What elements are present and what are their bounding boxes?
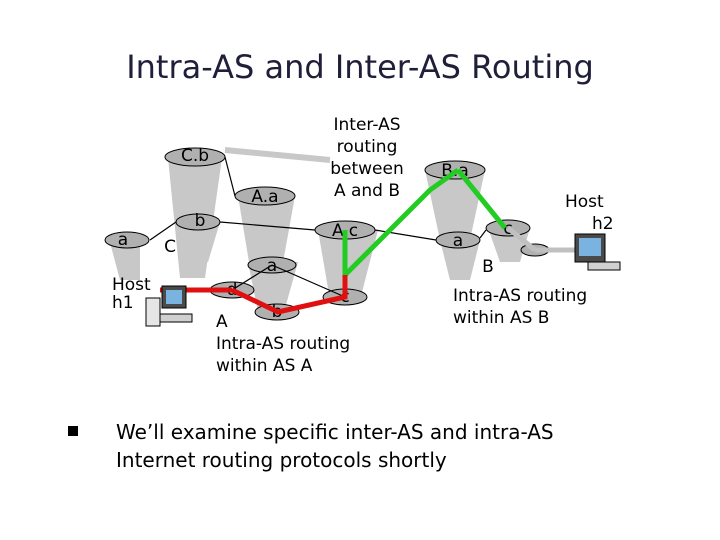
bullet-text-line2: Internet routing protocols shortly <box>116 448 447 472</box>
as-c-pipe-b <box>176 222 220 262</box>
as-a-pipe-aa <box>238 196 295 268</box>
inter-as-path-b <box>456 168 507 230</box>
link-cb-ac <box>219 221 316 231</box>
bullet-marker <box>68 426 78 436</box>
as-a-pipe-ac <box>318 230 378 300</box>
intra-as-path <box>230 275 348 315</box>
bullet-text-line1: We’ll examine specific inter-AS and intr… <box>116 420 554 444</box>
as-label-b: B <box>482 257 494 277</box>
label-b-a: a <box>453 231 463 251</box>
host-h2-label-line2: h2 <box>592 214 614 234</box>
as-label-a: A <box>216 312 228 332</box>
inter-as-path <box>342 167 460 282</box>
as-c: C.b a b C <box>104 146 226 280</box>
inter-as-note: Inter-AS routing between A and B <box>330 115 404 201</box>
as-label-c: C <box>164 237 176 257</box>
intra-a-note-line1: Intra-AS routing <box>216 334 350 354</box>
intra-b-note-line2: within AS B <box>453 308 549 328</box>
as-a-pipe-a <box>248 262 298 312</box>
intra-a-note-line2: within AS A <box>216 356 313 376</box>
intra-b-note-line1: Intra-AS routing <box>453 286 587 306</box>
as-b-pipe-a <box>440 240 480 280</box>
page-title: Intra-AS and Inter-AS Routing <box>126 48 594 86</box>
link-a-d-a <box>231 264 273 291</box>
router-c-a <box>104 231 150 249</box>
link-cb-inter <box>224 147 331 163</box>
inter-as-note-line3: between <box>330 159 404 179</box>
host-h1-label-line1: Host <box>112 275 151 295</box>
computer-icon-h2 <box>574 233 621 271</box>
inter-as-note-line4: A and B <box>334 181 400 201</box>
link-b-a-c <box>479 229 487 239</box>
label-a-a: a <box>267 256 277 276</box>
inter-as-note-line2: routing <box>337 137 398 157</box>
link-a-a-c <box>271 264 346 298</box>
computer-icon-h1 <box>145 285 193 327</box>
label-aa: A.a <box>251 187 278 207</box>
label-c-b: b <box>195 211 206 231</box>
host-path-b <box>506 226 537 252</box>
label-cb: C.b <box>181 146 209 166</box>
link-c-a-b <box>149 221 177 241</box>
intra-b-note: Intra-AS routing within AS B <box>453 286 587 328</box>
link-cb-aa <box>224 156 236 197</box>
intra-a-note: Intra-AS routing within AS A <box>216 334 350 376</box>
host-h2-label-line1: Host <box>565 192 604 212</box>
host-h1-label-line2: h1 <box>112 293 134 313</box>
label-c-a: a <box>118 230 128 250</box>
inter-as-note-line1: Inter-AS <box>334 115 401 135</box>
